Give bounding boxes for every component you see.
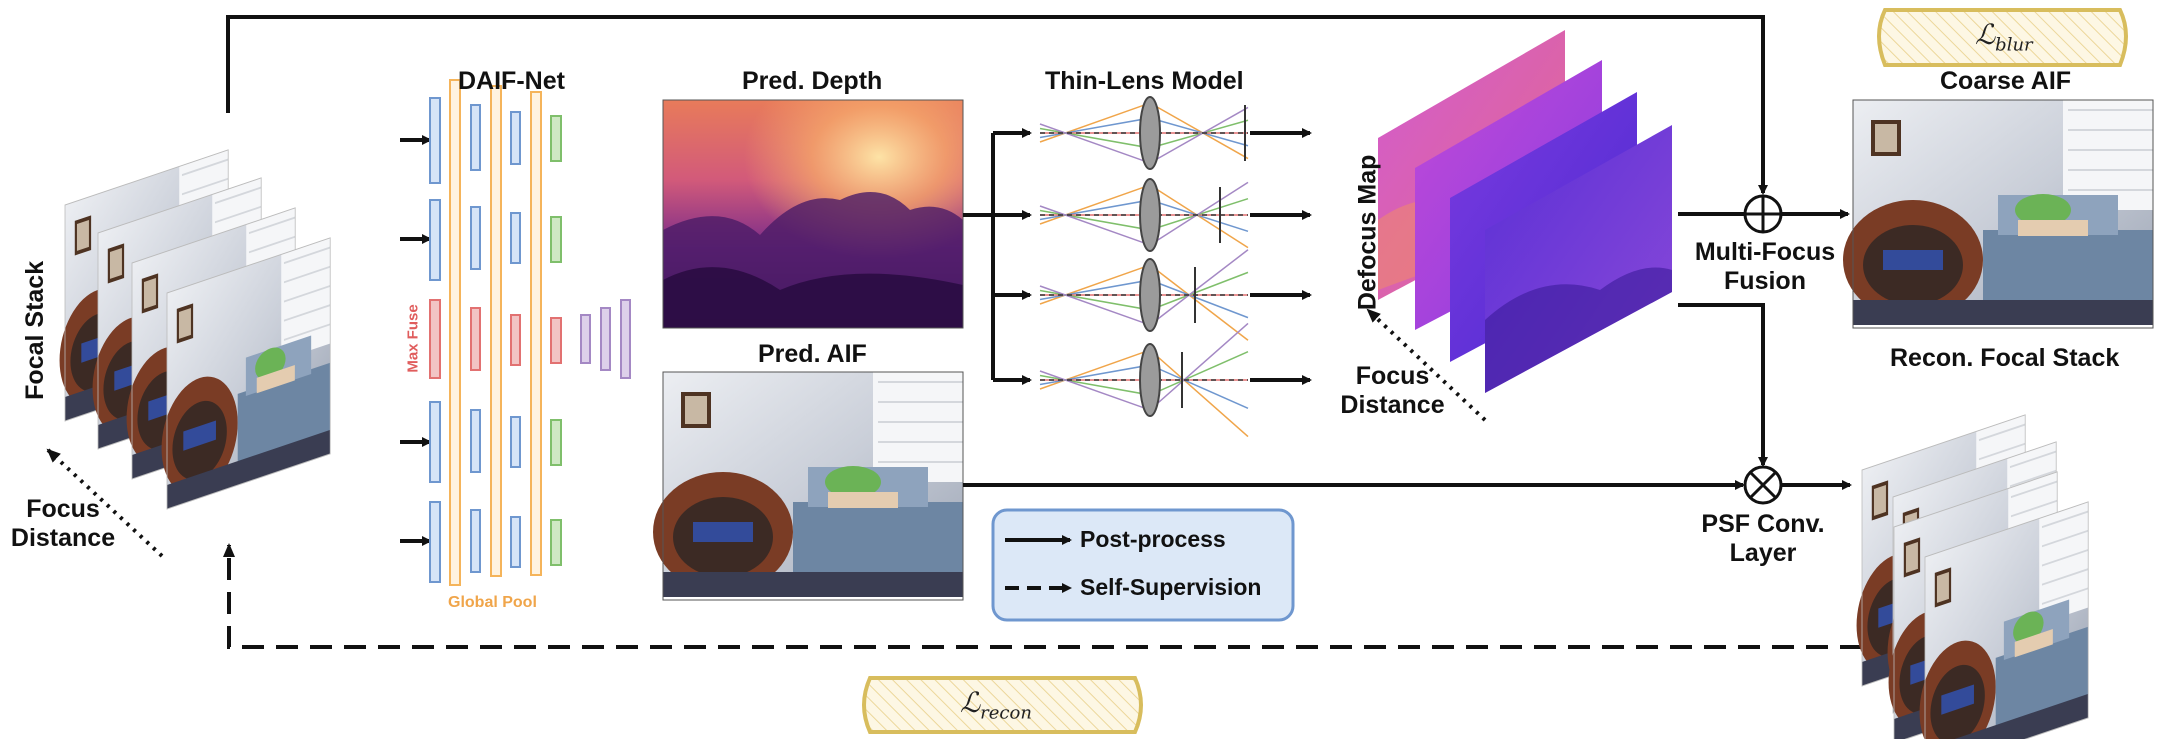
pred-aif-image bbox=[652, 371, 964, 601]
recon-focal-stack bbox=[1855, 413, 2090, 739]
legend-self-supervision: Self-Supervision bbox=[1080, 574, 1262, 600]
psf-conv-line2: Layer bbox=[1729, 538, 1797, 567]
focal-stack bbox=[58, 148, 332, 512]
multi-focus-line2: Fusion bbox=[1724, 266, 1806, 295]
loss-recon-sub: recon bbox=[980, 702, 1032, 724]
loss-blur-box bbox=[1877, 8, 2128, 67]
loss-blur-sub: blur bbox=[1995, 34, 2033, 56]
multi-focus-fusion-node bbox=[1743, 194, 1783, 234]
pred-aif-label: Pred. AIF bbox=[758, 340, 867, 368]
global-pool-bar bbox=[530, 91, 542, 576]
psf-conv-label: PSF Conv. Layer bbox=[1693, 510, 1833, 568]
pred-depth-image bbox=[662, 99, 964, 329]
loss-recon-box bbox=[862, 676, 1143, 734]
thin-lens-row bbox=[1039, 96, 1249, 170]
global-pool-bar bbox=[449, 79, 461, 586]
defocus-maps bbox=[1378, 30, 1672, 393]
loss-blur-label: ℒblur bbox=[1975, 18, 2033, 56]
depth-to-lens-arrows bbox=[963, 128, 1032, 385]
thin-lens-row bbox=[1039, 249, 1249, 341]
max-fuse-label: Max Fuse bbox=[404, 304, 422, 373]
decoder-block bbox=[600, 307, 611, 371]
focus-distance-mid-label: Focus Distance bbox=[1335, 362, 1450, 420]
daif-net bbox=[400, 79, 631, 586]
focus-distance-left-line2: Distance bbox=[10, 523, 116, 552]
encoder-block bbox=[429, 401, 441, 483]
coarse-aif-label: Coarse AIF bbox=[1940, 67, 2072, 95]
encoder-block bbox=[429, 199, 441, 281]
decoder-block bbox=[620, 299, 631, 379]
focus-distance-mid-line1: Focus bbox=[1355, 362, 1430, 390]
daif-net-label: DAIF-Net bbox=[458, 67, 565, 95]
thin-lens-models bbox=[1039, 96, 1249, 438]
psf-conv-node bbox=[1743, 465, 1783, 505]
global-pool-label: Global Pool bbox=[448, 594, 537, 611]
recon-focal-stack-label: Recon. Focal Stack bbox=[1890, 344, 2120, 372]
pred-depth-label: Pred. Depth bbox=[742, 67, 883, 95]
coarse-aif-image bbox=[1842, 99, 2154, 329]
thin-lens-row bbox=[1039, 322, 1249, 438]
focus-distance-left-label: Focus Distance bbox=[8, 495, 118, 553]
lens-output-arrows bbox=[1250, 128, 1312, 385]
focus-distance-left-line1: Focus bbox=[26, 495, 100, 523]
focal-stack-label: Focal Stack bbox=[21, 260, 50, 400]
thin-lens-label: Thin-Lens Model bbox=[1045, 67, 1244, 95]
self-supervision-arrow bbox=[223, 543, 1862, 649]
global-pool-bar bbox=[490, 85, 502, 577]
defocus-to-psf-arrow bbox=[1678, 303, 1768, 467]
focus-distance-mid-line2: Distance bbox=[1340, 390, 1445, 419]
psf-conv-line1: PSF Conv. bbox=[1701, 510, 1825, 538]
defocus-map-label: Defocus Map bbox=[1353, 154, 1382, 311]
loss-recon-symbol: ℒ bbox=[960, 686, 981, 719]
decoder-block bbox=[580, 314, 591, 364]
lens-shape bbox=[1139, 343, 1161, 417]
lens-shape bbox=[1139, 96, 1161, 170]
encoder-block bbox=[429, 501, 441, 583]
encoder-block bbox=[429, 97, 441, 184]
loss-recon-label: ℒrecon bbox=[960, 686, 1032, 724]
multi-focus-label: Multi-Focus Fusion bbox=[1685, 238, 1845, 296]
lens-shape bbox=[1139, 258, 1161, 332]
legend-box bbox=[991, 508, 1295, 622]
lens-shape bbox=[1139, 178, 1161, 252]
legend-post-process: Post-process bbox=[1080, 526, 1226, 552]
multi-focus-line1: Multi-Focus bbox=[1694, 238, 1836, 266]
thin-lens-row bbox=[1039, 178, 1249, 252]
loss-blur-symbol: ℒ bbox=[1975, 18, 1996, 51]
top-feedback-arrow bbox=[226, 15, 1768, 195]
max-fuse-block bbox=[429, 299, 441, 379]
